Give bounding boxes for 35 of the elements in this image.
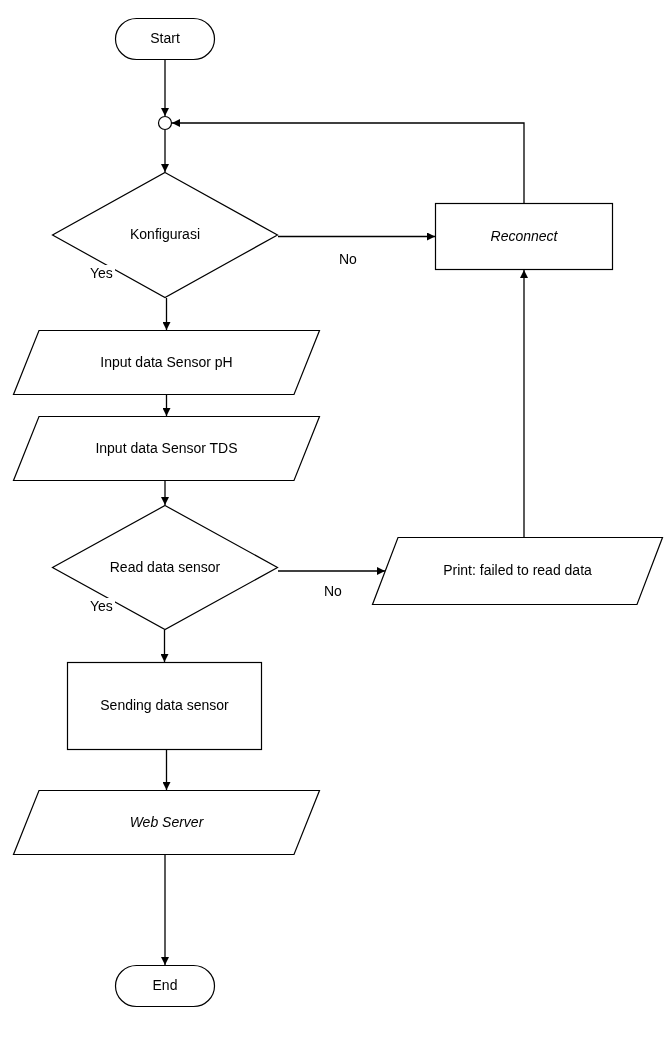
process-box [435, 203, 613, 270]
data-parallelogram [13, 416, 320, 481]
node-label: Web Server [128, 813, 205, 832]
data-parallelogram [13, 330, 320, 395]
arrow [162, 749, 171, 791]
node-label: Input data Sensor pH [99, 353, 234, 372]
data-parallelogram [372, 537, 663, 605]
node-label: Sending data sensor [99, 697, 230, 715]
arrow [277, 232, 436, 241]
arrow [171, 119, 525, 204]
edge-label: Yes [88, 598, 115, 614]
process-box [67, 662, 262, 750]
node-label: Start [149, 30, 181, 48]
arrow [520, 269, 528, 538]
node-label: Konfigurasi [128, 226, 201, 244]
edge-label: Yes [88, 265, 115, 281]
decision-diamond [52, 172, 278, 298]
edge-label: No [322, 583, 344, 599]
arrow [162, 394, 171, 417]
node-label: End [151, 977, 179, 995]
arrow [160, 629, 169, 663]
arrow [161, 59, 169, 117]
arrow [277, 567, 386, 575]
data-parallelogram [13, 790, 320, 855]
node-label: Read data sensor [108, 558, 222, 577]
arrow [161, 854, 169, 966]
connector-circle [158, 116, 172, 130]
arrow [162, 297, 171, 331]
arrow [161, 480, 169, 506]
node-label: Reconnect [489, 227, 559, 246]
node-label: Print: failed to read data [442, 562, 593, 580]
node-label: Input data Sensor TDS [94, 439, 239, 458]
decision-diamond [52, 505, 278, 630]
arrow [161, 129, 169, 173]
edge-label: No [337, 251, 359, 267]
